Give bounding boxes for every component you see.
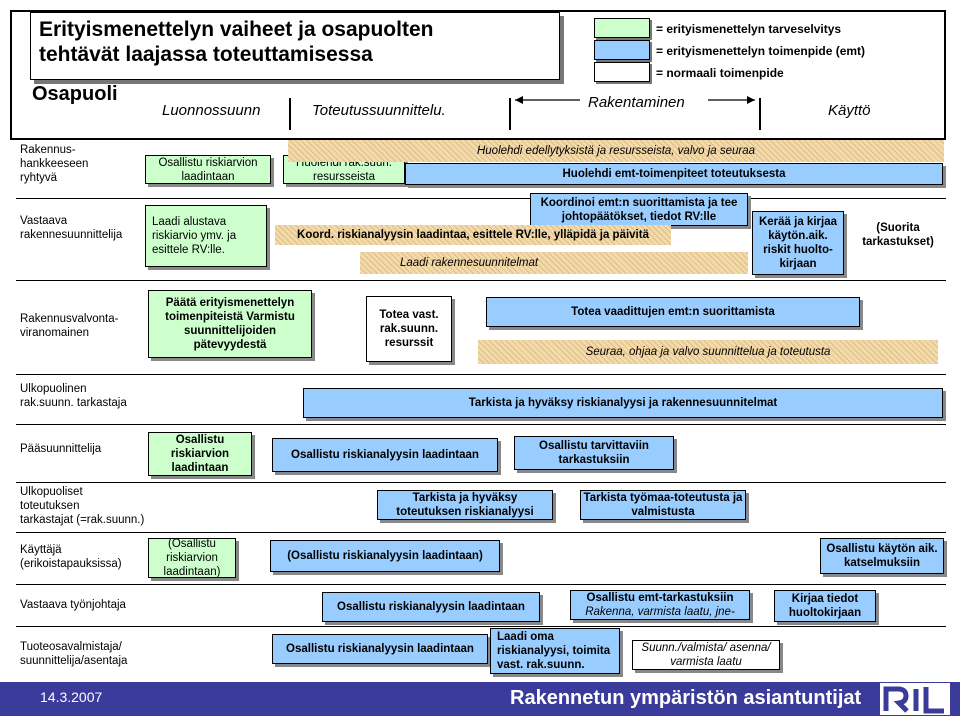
title-line-2: tehtävät laajassa toteuttamisessa	[39, 43, 373, 66]
row-separator	[16, 626, 946, 627]
row-label-vastaava-tyonjohtaja: Vastaava työnjohtaja	[20, 599, 126, 611]
r9-oma-riskianalyysi-box: Laadi oma riskianalyysi, toimita vast. r…	[490, 628, 620, 674]
r7-riskianalyysi-box: (Osallistu riskianalyysin laadintaan)	[270, 540, 500, 572]
legend-swatch-green	[594, 18, 650, 38]
legend-text-3: = normaali toimenpide	[656, 66, 784, 80]
r9-riskianalyysi-box: Osallistu riskianalyysin laadintaan	[272, 634, 488, 664]
row-label-rakennusvalvonta: Rakennusvalvonta- viranomainen	[20, 313, 119, 339]
r8-riskianalyysi-box: Osallistu riskianalyysin laadintaan	[322, 592, 540, 622]
r3-totea-resurssit-box: Totea vast. rak.suunn. resurssit	[366, 296, 452, 362]
footer-org: Rakennetun ympäristön asiantuntijat	[510, 687, 862, 709]
r8-emt-text: Osallistu emt-tarkastuksiin	[586, 592, 734, 604]
row-separator	[16, 280, 946, 281]
r9-suunn-box: Suunn./valmista/ asenna/ varmista laatu	[632, 640, 780, 670]
row-separator	[16, 198, 946, 199]
r2-koord-text: Koord. riskianalyysin laadintaa, esittel…	[297, 229, 649, 241]
r2-alustava-riskiarvio-box: Laadi alustava riskiarvio ymv. ja esitte…	[145, 205, 267, 267]
row-separator	[16, 374, 946, 375]
row-separator	[16, 482, 946, 483]
row-separator	[16, 424, 946, 425]
r2-rakennesuunnitelmat-text: Laadi rakennesuunnitelmat	[400, 257, 539, 269]
r8-emt-box: Osallistu emt-tarkastuksiin Rakenna, var…	[570, 590, 750, 620]
row-label-rakennushankkeeseen: Rakennus- hankkeeseen ryhtyvä	[20, 144, 89, 184]
row-separator	[16, 532, 946, 533]
row-label-ulkopuoliset-tarkastajat: Ulkopuoliset toteutuksen tarkastajat (=r…	[20, 486, 145, 526]
ril-logo	[880, 683, 950, 715]
r1-emt-box: Huolehdi emt-toimenpiteet toteutuksesta	[405, 163, 943, 185]
legend-swatch-blue	[594, 40, 650, 60]
r5-tarkastukset-box: Osallistu tarvittaviin tarkastuksiin	[514, 436, 674, 470]
r2-koordinoi-box: Koordinoi emt:n suorittamista ja tee joh…	[530, 193, 748, 226]
r3-seuraa-band: Seuraa, ohjaa ja valvo suunnittelua ja t…	[478, 340, 938, 364]
row-label-ulkopuolinen-tarkastaja: Ulkopuolinen rak.suunn. tarkastaja	[20, 383, 127, 409]
r3-seuraa-text: Seuraa, ohjaa ja valvo suunnittelua ja t…	[585, 346, 831, 358]
r6-tyomaa-box: Tarkista työmaa-toteutusta ja valmistust…	[580, 490, 746, 520]
row-label-paasuunnittelija: Pääsuunnittelija	[20, 443, 102, 455]
r5-riskiarvio-box: Osallistu riskiarvion laadintaan	[148, 432, 252, 476]
phase-arrows	[289, 96, 761, 130]
row-label-tuoteosavalmistaja: Tuoteosavalmistaja/ suunnittelija/asenta…	[20, 641, 128, 667]
r7-riskiarvio-box: (Osallistu riskiarvion laadintaan)	[148, 538, 236, 578]
footer-bar	[0, 682, 960, 716]
r1-edellytykset-text: Huolehdi edellytyksistä ja resursseista,…	[476, 145, 756, 157]
title-box: Erityismenettelyn vaiheet ja osapuolten …	[30, 12, 560, 80]
phase-rakentaminen: Rakentaminen	[588, 94, 685, 111]
r1-hatched-band: Huolehdi edellytyksistä ja resursseista,…	[288, 140, 944, 162]
footer-date: 14.3.2007	[40, 689, 103, 705]
row-separator	[16, 584, 946, 585]
header-frame	[10, 10, 946, 140]
r2-rakennesuunnitelmat-band: Laadi rakennesuunnitelmat	[360, 252, 748, 274]
legend-text-2: = erityismenettelyn toimenpide (emt)	[656, 44, 866, 58]
r2-tarkastukset-text: (Suorita tarkastukset)	[850, 205, 946, 265]
r4-tarkista-box: Tarkista ja hyväksy riskianalyysi ja rak…	[303, 388, 943, 418]
r8-rakenna-text: Rakenna, varmista laatu, jne-	[585, 606, 735, 618]
r2-koord-band: Koord. riskianalyysin laadintaa, esittel…	[275, 225, 671, 245]
phase-luonnossuunn: Luonnossuunn	[162, 102, 261, 119]
phase-kaytto: Käyttö	[828, 102, 871, 119]
r7-katselmukset-box: Osallistu käytön aik. katselmuksiin	[820, 538, 944, 574]
row-label-kayttaja: Käyttäjä (erikoistapauksissa)	[20, 544, 122, 570]
title-line-1: Erityismenettelyn vaiheet ja osapuolten	[39, 18, 434, 41]
r6-riskianalyysi-box: Tarkista ja hyväksy toteutuksen riskiana…	[377, 490, 553, 520]
legend-text-1: = erityismenettelyn tarveselvitys	[656, 22, 842, 36]
phase-toteutussuunnittelu: Toteutussuunnittelu.	[312, 102, 446, 119]
r5-riskianalyysi-box: Osallistu riskianalyysin laadintaan	[272, 438, 498, 472]
r3-paata-box: Päätä erityismenettelyn toimenpiteistä V…	[148, 290, 312, 358]
legend-swatch-white	[594, 62, 650, 82]
osapuoli-heading: Osapuoli	[32, 83, 118, 105]
r2-huoltokirja-box: Kerää ja kirjaa käytön.aik. riskit huolt…	[752, 211, 844, 275]
row-label-vastaava-rakennesuunnittelija: Vastaava rakennesuunnittelija	[20, 215, 123, 241]
r8-huoltokirja-box: Kirjaa tiedot huoltokirjaan	[774, 590, 876, 622]
r3-totea-emt-box: Totea vaadittujen emt:n suorittamista	[486, 297, 860, 327]
r1-riskiarvio-box: Osallistu riskiarvion laadintaan	[145, 155, 271, 184]
